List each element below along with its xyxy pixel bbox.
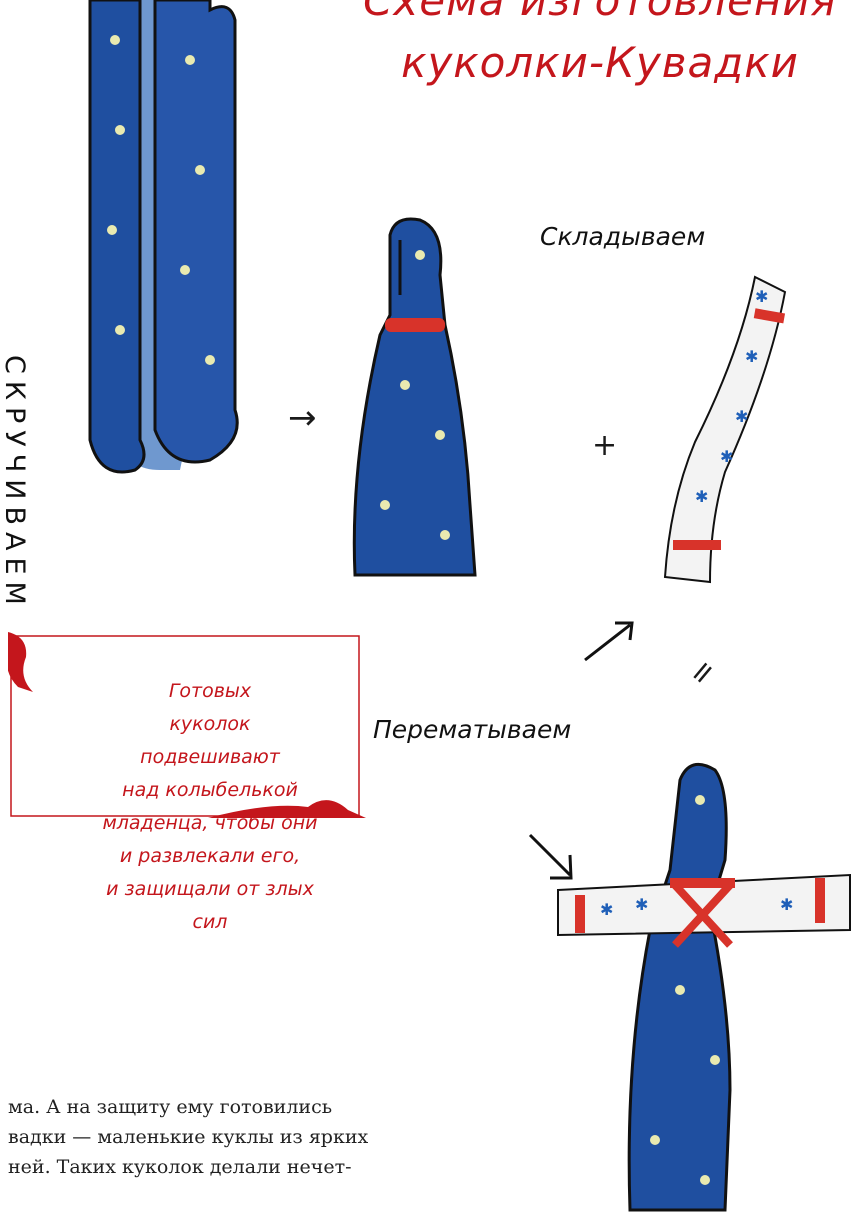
plus-icon: + (592, 428, 617, 463)
step-fold-label: Складываем (540, 222, 705, 251)
note-line: над колыбелькой (100, 774, 320, 807)
note-line: куколок подвешивают (100, 708, 320, 774)
rolled-fabric-illustration (60, 0, 260, 500)
note-line: и защищали от злых (100, 873, 320, 906)
arrow-up-right-icon (580, 615, 640, 665)
page-title: Схема изготовления куколки-Кувадки (330, 0, 868, 94)
body-line: ма. А на защиту ему готовились (0, 1092, 505, 1122)
body-paragraph: ма. А на защиту ему готовились вадки — м… (0, 1092, 505, 1182)
note-line: Готовых (100, 675, 320, 708)
arms-strip-illustration: ✱ ✱ ✱ ✱ ✱ (655, 272, 795, 592)
note-line: младенца, чтобы они (100, 807, 320, 840)
svg-text:✱: ✱ (695, 487, 708, 506)
body-line: вадки — маленькие куклы из ярких (0, 1122, 505, 1152)
svg-text:✱: ✱ (720, 447, 733, 466)
title-line-2: куколки-Кувадки (330, 32, 868, 94)
finished-doll-illustration: ✱ ✱ ✱ (540, 760, 868, 1220)
svg-text:✱: ✱ (780, 895, 793, 914)
title-line-1: Схема изготовления (330, 0, 868, 32)
svg-text:✱: ✱ (735, 407, 748, 426)
folded-doll-illustration (345, 215, 485, 595)
svg-text:✱: ✱ (755, 287, 768, 306)
note-text: Готовых куколок подвешивают над колыбель… (100, 675, 320, 939)
note-line: и развлекали его, (100, 840, 320, 873)
svg-text:✱: ✱ (635, 895, 648, 914)
arrow-right-icon: → (288, 398, 317, 438)
note-line: сил (100, 906, 320, 939)
svg-text:✱: ✱ (745, 347, 758, 366)
body-line: ней. Таких куколок делали нечет- (0, 1152, 505, 1182)
svg-text:✱: ✱ (600, 900, 613, 919)
step-wrap-label: Перематываем (373, 715, 571, 744)
equals-icon: = (681, 652, 724, 694)
step-twist-label: СКРУЧИВАЕМ (0, 355, 30, 605)
